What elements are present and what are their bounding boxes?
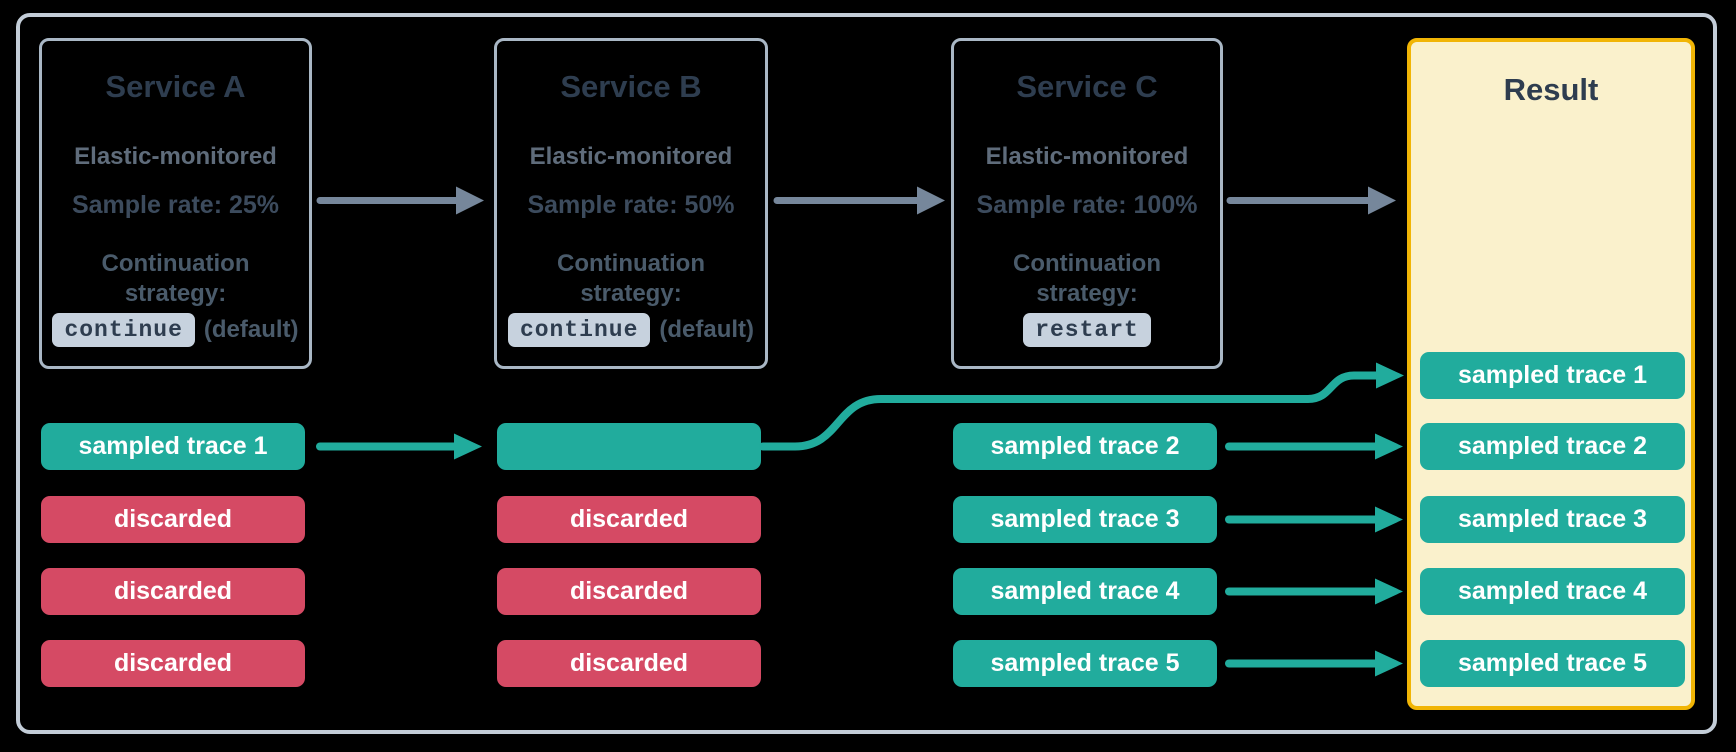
service-title: Service B	[560, 69, 702, 104]
service-monitoring-label: Elastic-monitored	[985, 143, 1189, 170]
service-strategy-row: continue (default)	[497, 313, 765, 347]
service-strategy-label: Continuation strategy:	[1013, 250, 1161, 307]
trace-box-discarded: discarded	[41, 496, 305, 543]
trace-box-discarded: discarded	[41, 640, 305, 687]
trace-box-discarded: discarded	[41, 568, 305, 615]
service-strategy-label: Continuation strategy:	[101, 250, 250, 307]
trace-box-discarded: discarded	[497, 496, 761, 543]
service-strategy-row: continue (default)	[42, 313, 309, 347]
trace-box-sampled-unlabeled	[497, 423, 761, 470]
result-trace-box: sampled trace 5	[1420, 640, 1685, 687]
service-box-a: Service A Elastic-monitored Sample rate:…	[39, 38, 312, 369]
strategy-badge: continue	[52, 313, 195, 347]
service-box-c: Service C Elastic-monitored Sample rate:…	[951, 38, 1223, 369]
service-monitoring-label: Elastic-monitored	[74, 143, 277, 170]
trace-box-sampled: sampled trace 3	[953, 496, 1217, 543]
service-strategy-row: restart	[954, 313, 1220, 347]
service-title: Service C	[1016, 69, 1158, 104]
trace-box-sampled: sampled trace 1	[41, 423, 305, 470]
result-trace-box: sampled trace 1	[1420, 352, 1685, 399]
service-sample-rate: Sample rate: 50%	[527, 191, 735, 219]
service-monitoring-label: Elastic-monitored	[529, 143, 733, 170]
service-box-b: Service B Elastic-monitored Sample rate:…	[494, 38, 768, 369]
trace-box-sampled: sampled trace 5	[953, 640, 1217, 687]
result-trace-box: sampled trace 2	[1420, 423, 1685, 470]
service-sample-rate: Sample rate: 100%	[976, 191, 1198, 219]
service-strategy-label: Continuation strategy:	[557, 250, 705, 307]
strategy-badge: restart	[1023, 313, 1151, 347]
result-title: Result	[1503, 72, 1599, 107]
service-title: Service A	[105, 69, 246, 104]
result-trace-box: sampled trace 4	[1420, 568, 1685, 615]
trace-box-discarded: discarded	[497, 568, 761, 615]
service-sample-rate: Sample rate: 25%	[71, 191, 280, 219]
trace-box-sampled: sampled trace 2	[953, 423, 1217, 470]
strategy-default-suffix: (default)	[659, 316, 755, 343]
diagram-frame	[16, 13, 1717, 734]
strategy-badge: continue	[507, 313, 651, 347]
result-trace-box: sampled trace 3	[1420, 496, 1685, 543]
trace-box-sampled: sampled trace 4	[953, 568, 1217, 615]
trace-box-discarded: discarded	[497, 640, 761, 687]
strategy-default-suffix: (default)	[203, 316, 299, 343]
